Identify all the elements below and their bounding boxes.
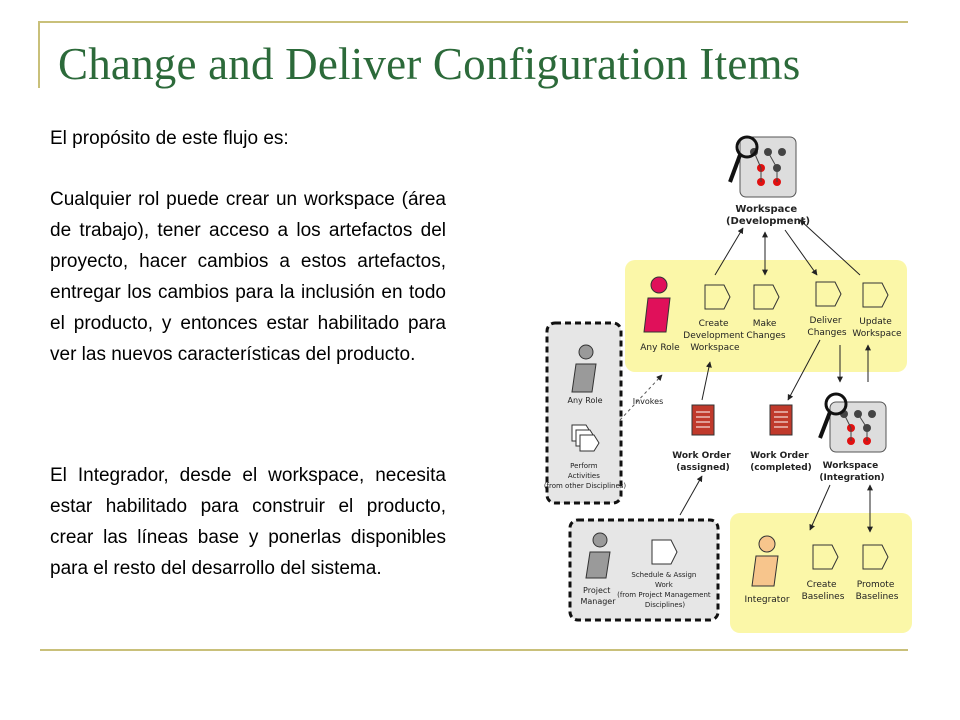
svg-text:Make Changes: Make Changes — [746, 319, 785, 341]
external-roles-box — [545, 321, 623, 505]
schedule-work-label: Schedule & Assign Work (from Project Man… — [617, 571, 713, 609]
external-any-role-label: Any Role — [567, 396, 602, 405]
body-paragraph-1: Cualquier rol puede crear un workspace (… — [50, 189, 446, 365]
activity-update-workspace: Update Workspace — [852, 282, 902, 339]
project-manager-label: Project Manager — [580, 586, 616, 606]
work-order-assigned-icon — [691, 404, 715, 436]
project-manager-icon — [585, 532, 611, 579]
workspace-development-label: Workspace (Development) — [726, 204, 810, 227]
project-manager-box — [568, 518, 720, 622]
svg-text:Deliver Changes: Deliver Changes — [807, 316, 846, 338]
any-role-label: Any Role — [640, 343, 680, 353]
svg-text:Promote Baselines: Promote Baselines — [856, 580, 899, 602]
svg-text:Update Workspace: Update Workspace — [852, 317, 902, 339]
integrator-icon — [751, 535, 779, 587]
workflow-diagram: Workspace (Development) Any Role Create … — [544, 135, 912, 633]
external-any-role-icon — [571, 344, 597, 393]
activity-create-dev-workspace: Create Development Workspace — [683, 284, 746, 353]
left-rule — [38, 21, 40, 88]
slide-title: Change and Deliver Configuration Items — [58, 39, 801, 89]
body-paragraph-2: El Integrador, desde el workspace, neces… — [50, 465, 446, 579]
svg-text:Create Baselines: Create Baselines — [802, 580, 845, 602]
work-order-assigned-label: Work Order (assigned) — [672, 451, 734, 473]
activity-deliver-changes: Deliver Changes — [807, 281, 847, 338]
work-order-completed-label: Work Order (completed) — [750, 451, 812, 473]
schedule-work-icon — [651, 539, 678, 565]
svg-text:Create Development: Create Development Workspace — [683, 319, 746, 353]
activity-make-changes: Make Changes — [746, 284, 786, 341]
invokes-label: Invokes — [633, 397, 664, 406]
any-role-icon — [643, 276, 671, 333]
integrator-label: Integrator — [744, 595, 789, 605]
activity-create-baselines: Create Baselines — [802, 544, 845, 602]
bottom-activity-band — [730, 513, 912, 633]
top-rule — [40, 21, 908, 23]
intro-text: El propósito de este flujo es: — [50, 128, 289, 149]
perform-activities-icon — [571, 424, 600, 452]
bottom-rule — [40, 649, 908, 651]
workspace-integration-icon — [818, 392, 887, 453]
perform-activities-label: Perform Activities (from other Disciplin… — [544, 462, 627, 490]
activity-promote-baselines: Promote Baselines — [856, 544, 899, 602]
workspace-integration-label: Workspace (Integration) — [819, 461, 884, 483]
work-order-completed-icon — [769, 404, 793, 436]
workspace-development-icon — [728, 135, 797, 198]
